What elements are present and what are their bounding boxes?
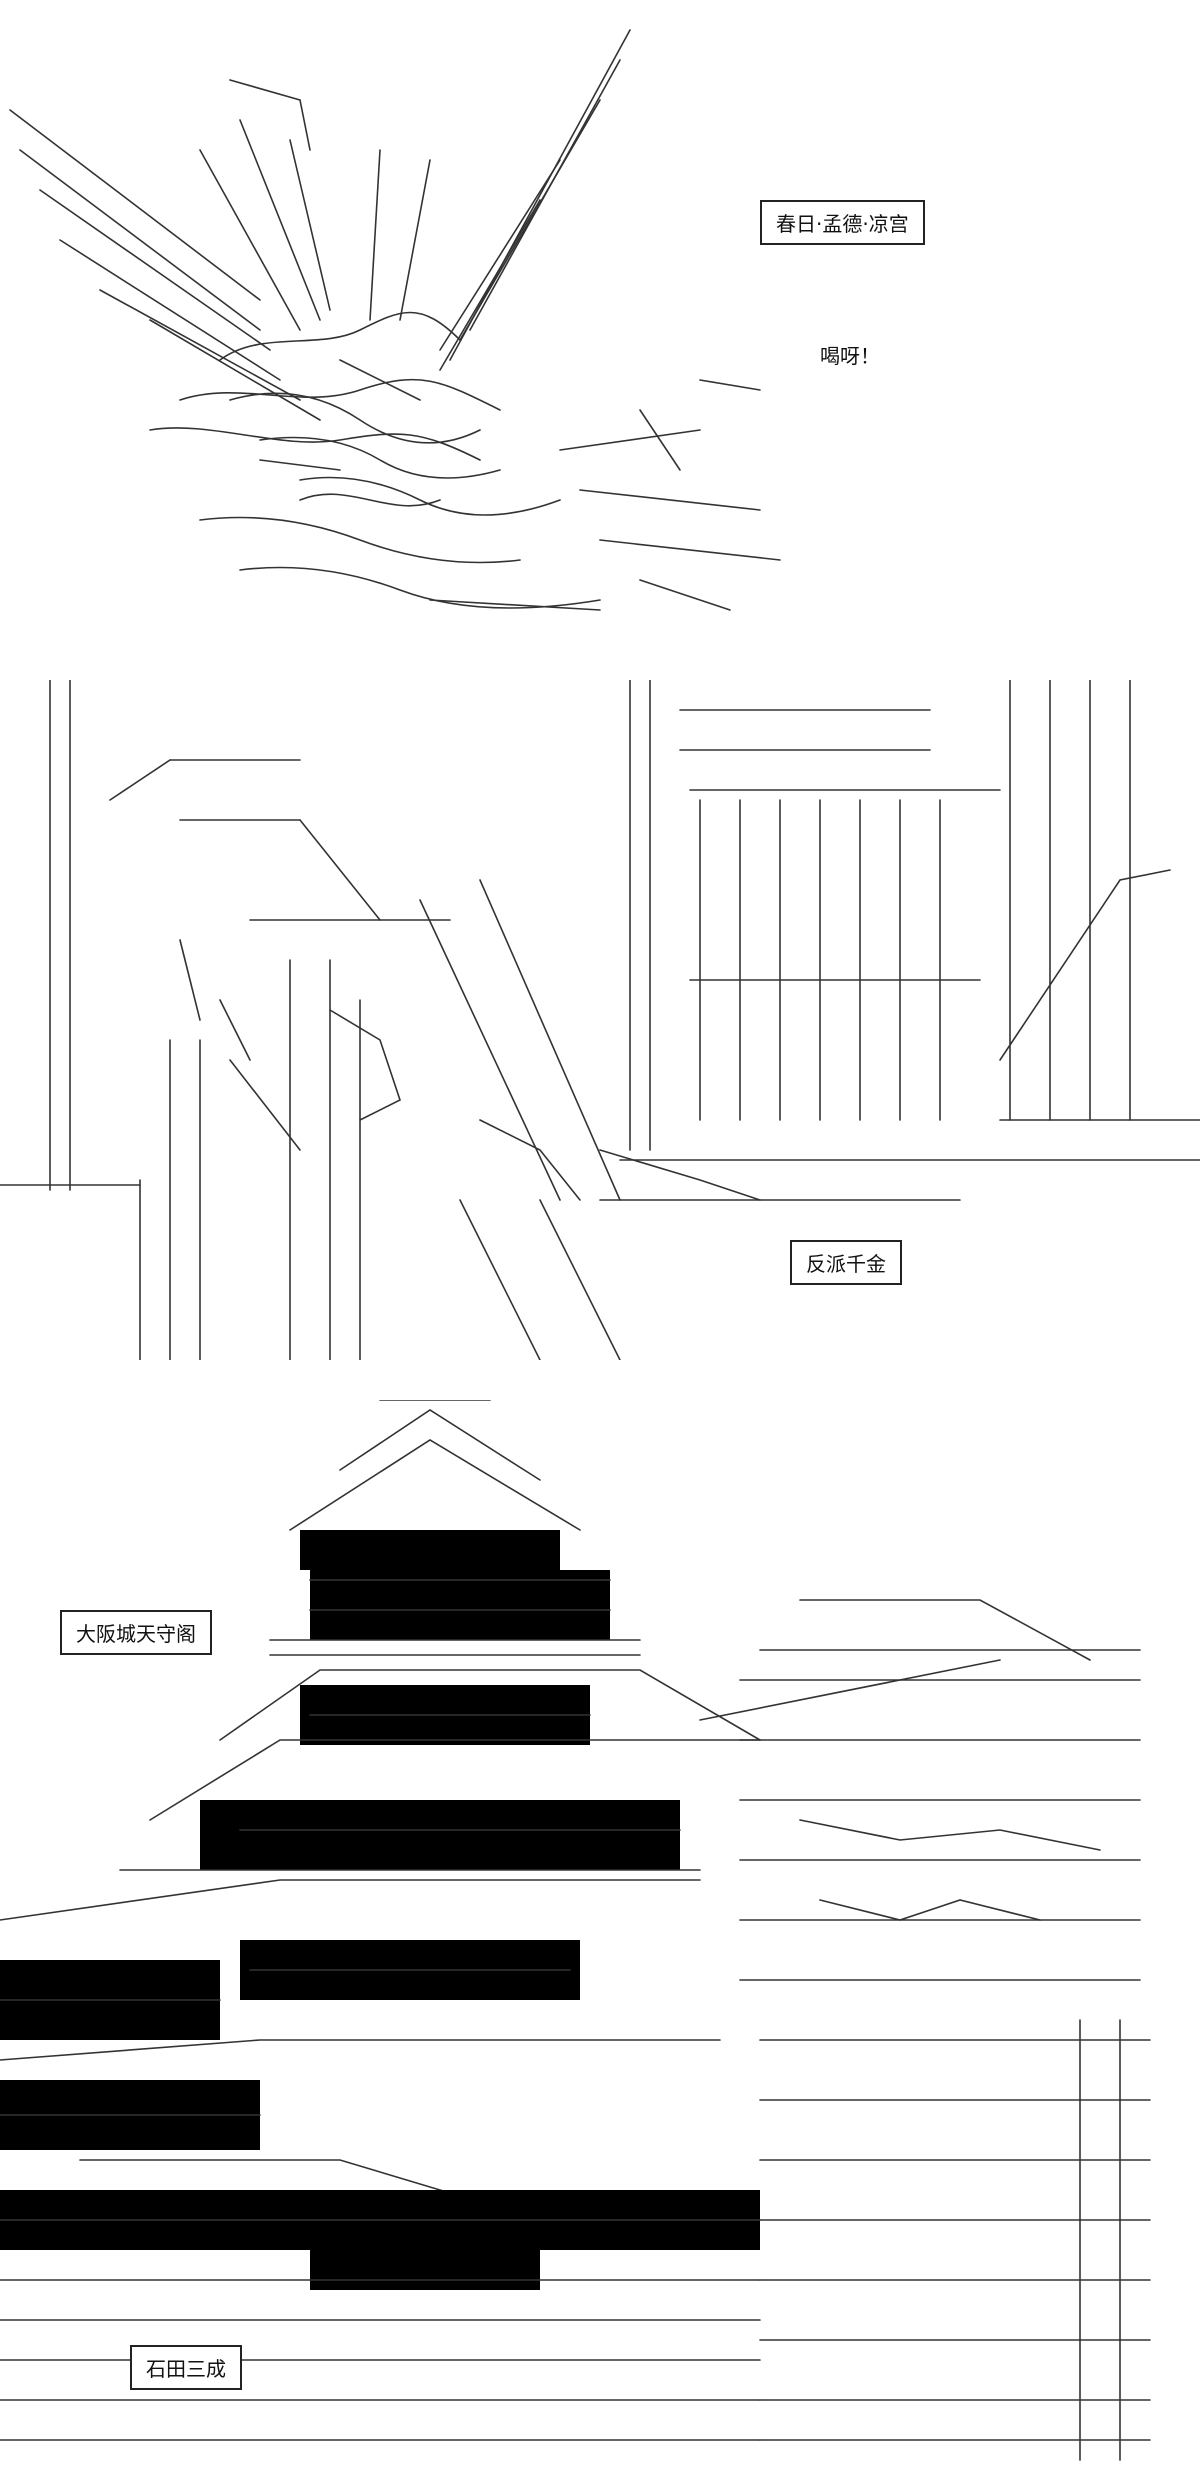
speaker-label-2: 石田三成 <box>130 2345 242 2390</box>
iron-bars <box>599 680 1200 1201</box>
burst-debris <box>199 359 781 611</box>
location-label: 大阪城天守阁 <box>60 1610 212 1655</box>
castle-right-wing <box>699 1599 1151 2461</box>
dialogue-text: 喝呀！ <box>820 340 880 369</box>
panel-1: 春日·孟德·凉宫 喝呀！ <box>0 0 1200 640</box>
caption-label: 反派千金 <box>790 1240 902 1285</box>
figure-silhouette <box>109 759 621 1360</box>
prison-scene-art <box>0 680 1200 1360</box>
left-pillar <box>0 680 141 1360</box>
burst-core <box>149 311 501 507</box>
castle-top-tier <box>269 1400 641 1656</box>
panel-3: 大阪城天守阁 石田三成 <box>0 1400 1200 2465</box>
burst-streaks <box>9 29 631 421</box>
right-wall <box>999 680 1200 1121</box>
panel-2: 反派千金 <box>0 680 1200 1360</box>
castle-mid-tier <box>119 1669 761 1871</box>
speaker-label: 春日·孟德·凉宫 <box>760 200 925 245</box>
castle-art <box>0 1400 1151 2461</box>
castle-lower-tier <box>0 1879 761 2441</box>
flame-burst-art <box>9 29 781 611</box>
